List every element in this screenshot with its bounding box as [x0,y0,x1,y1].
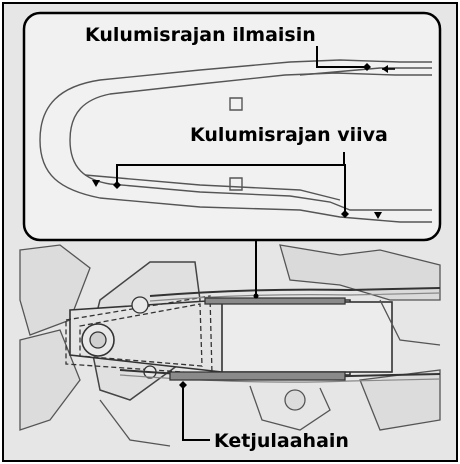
wear-indicator-label: Kulumisrajan ilmaisin [85,24,316,46]
chain-slider-label: Ketjulaahain [214,430,349,452]
wear-limit-line-label: Kulumisrajan viiva [190,124,388,146]
